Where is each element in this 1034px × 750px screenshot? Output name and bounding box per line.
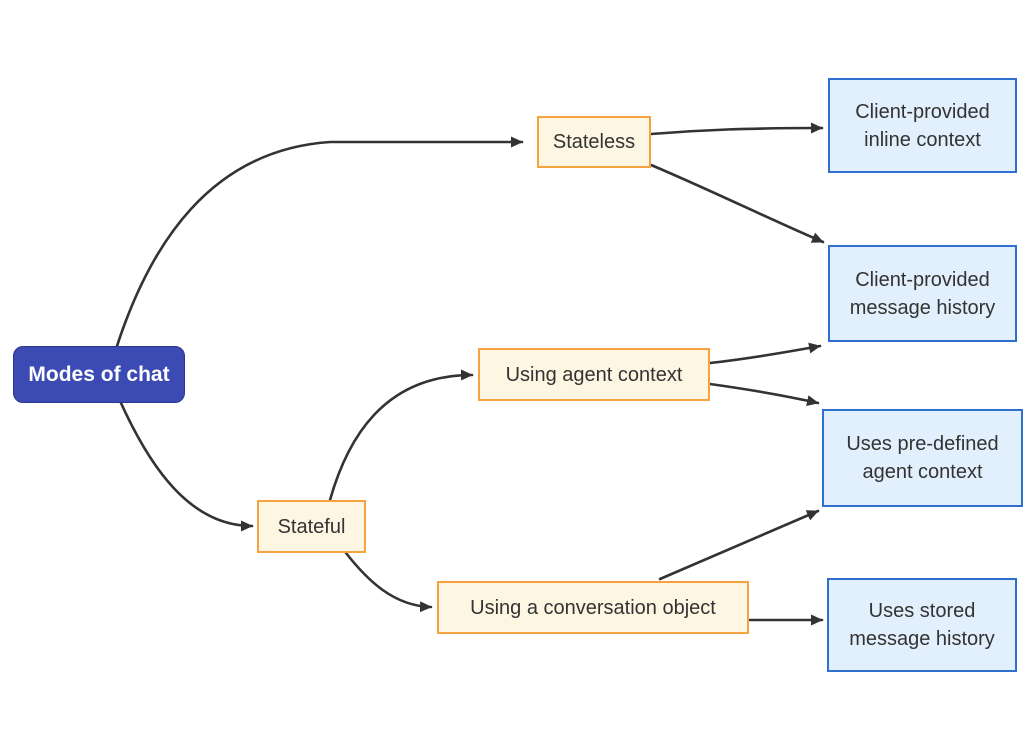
node-stateful: Stateful bbox=[257, 500, 366, 553]
edge-agent-context-to-predefined-context bbox=[708, 382, 820, 406]
node-uses-pre-defined-agent-context: Uses pre-defined agent context bbox=[822, 409, 1023, 507]
edge-agent-context-to-message-history bbox=[708, 342, 822, 365]
node-using-a-conversation-object: Using a conversation object bbox=[437, 581, 749, 634]
edge-stateful-to-agent-context bbox=[328, 369, 474, 502]
node-client-provided-inline-context-label: Client-provided inline context bbox=[855, 100, 990, 151]
edge-stateless-to-inline-context bbox=[649, 122, 824, 136]
edge-root-to-stateless bbox=[115, 136, 524, 348]
node-uses-stored-message-history-label: Uses stored message history bbox=[849, 600, 995, 650]
node-uses-stored-message-history: Uses stored message history bbox=[827, 578, 1017, 672]
edge-root-to-stateful bbox=[119, 401, 254, 532]
node-client-provided-message-history-label: Client-provided message history bbox=[849, 268, 996, 319]
node-using-agent-context: Using agent context bbox=[478, 348, 710, 401]
node-client-provided-message-history: Client-provided message history bbox=[828, 245, 1017, 342]
node-using-agent-context-label: Using agent context bbox=[505, 363, 683, 386]
node-stateful-label: Stateful bbox=[277, 515, 346, 538]
node-using-a-conversation-object-label: Using a conversation object bbox=[470, 596, 716, 619]
node-stateless-label: Stateless bbox=[552, 131, 636, 153]
edge-conversation-object-to-predefined-context bbox=[658, 509, 820, 581]
edge-stateless-to-message-history bbox=[649, 163, 825, 244]
node-uses-pre-defined-agent-context-label: Uses pre-defined agent context bbox=[846, 433, 999, 483]
node-modes-of-chat: Modes of chat bbox=[13, 346, 185, 403]
node-client-provided-inline-context: Client-provided inline context bbox=[828, 78, 1017, 173]
node-stateless: Stateless bbox=[537, 116, 651, 168]
edge-stateful-to-conversation-object bbox=[344, 551, 433, 613]
node-modes-of-chat-label: Modes of chat bbox=[28, 362, 170, 386]
